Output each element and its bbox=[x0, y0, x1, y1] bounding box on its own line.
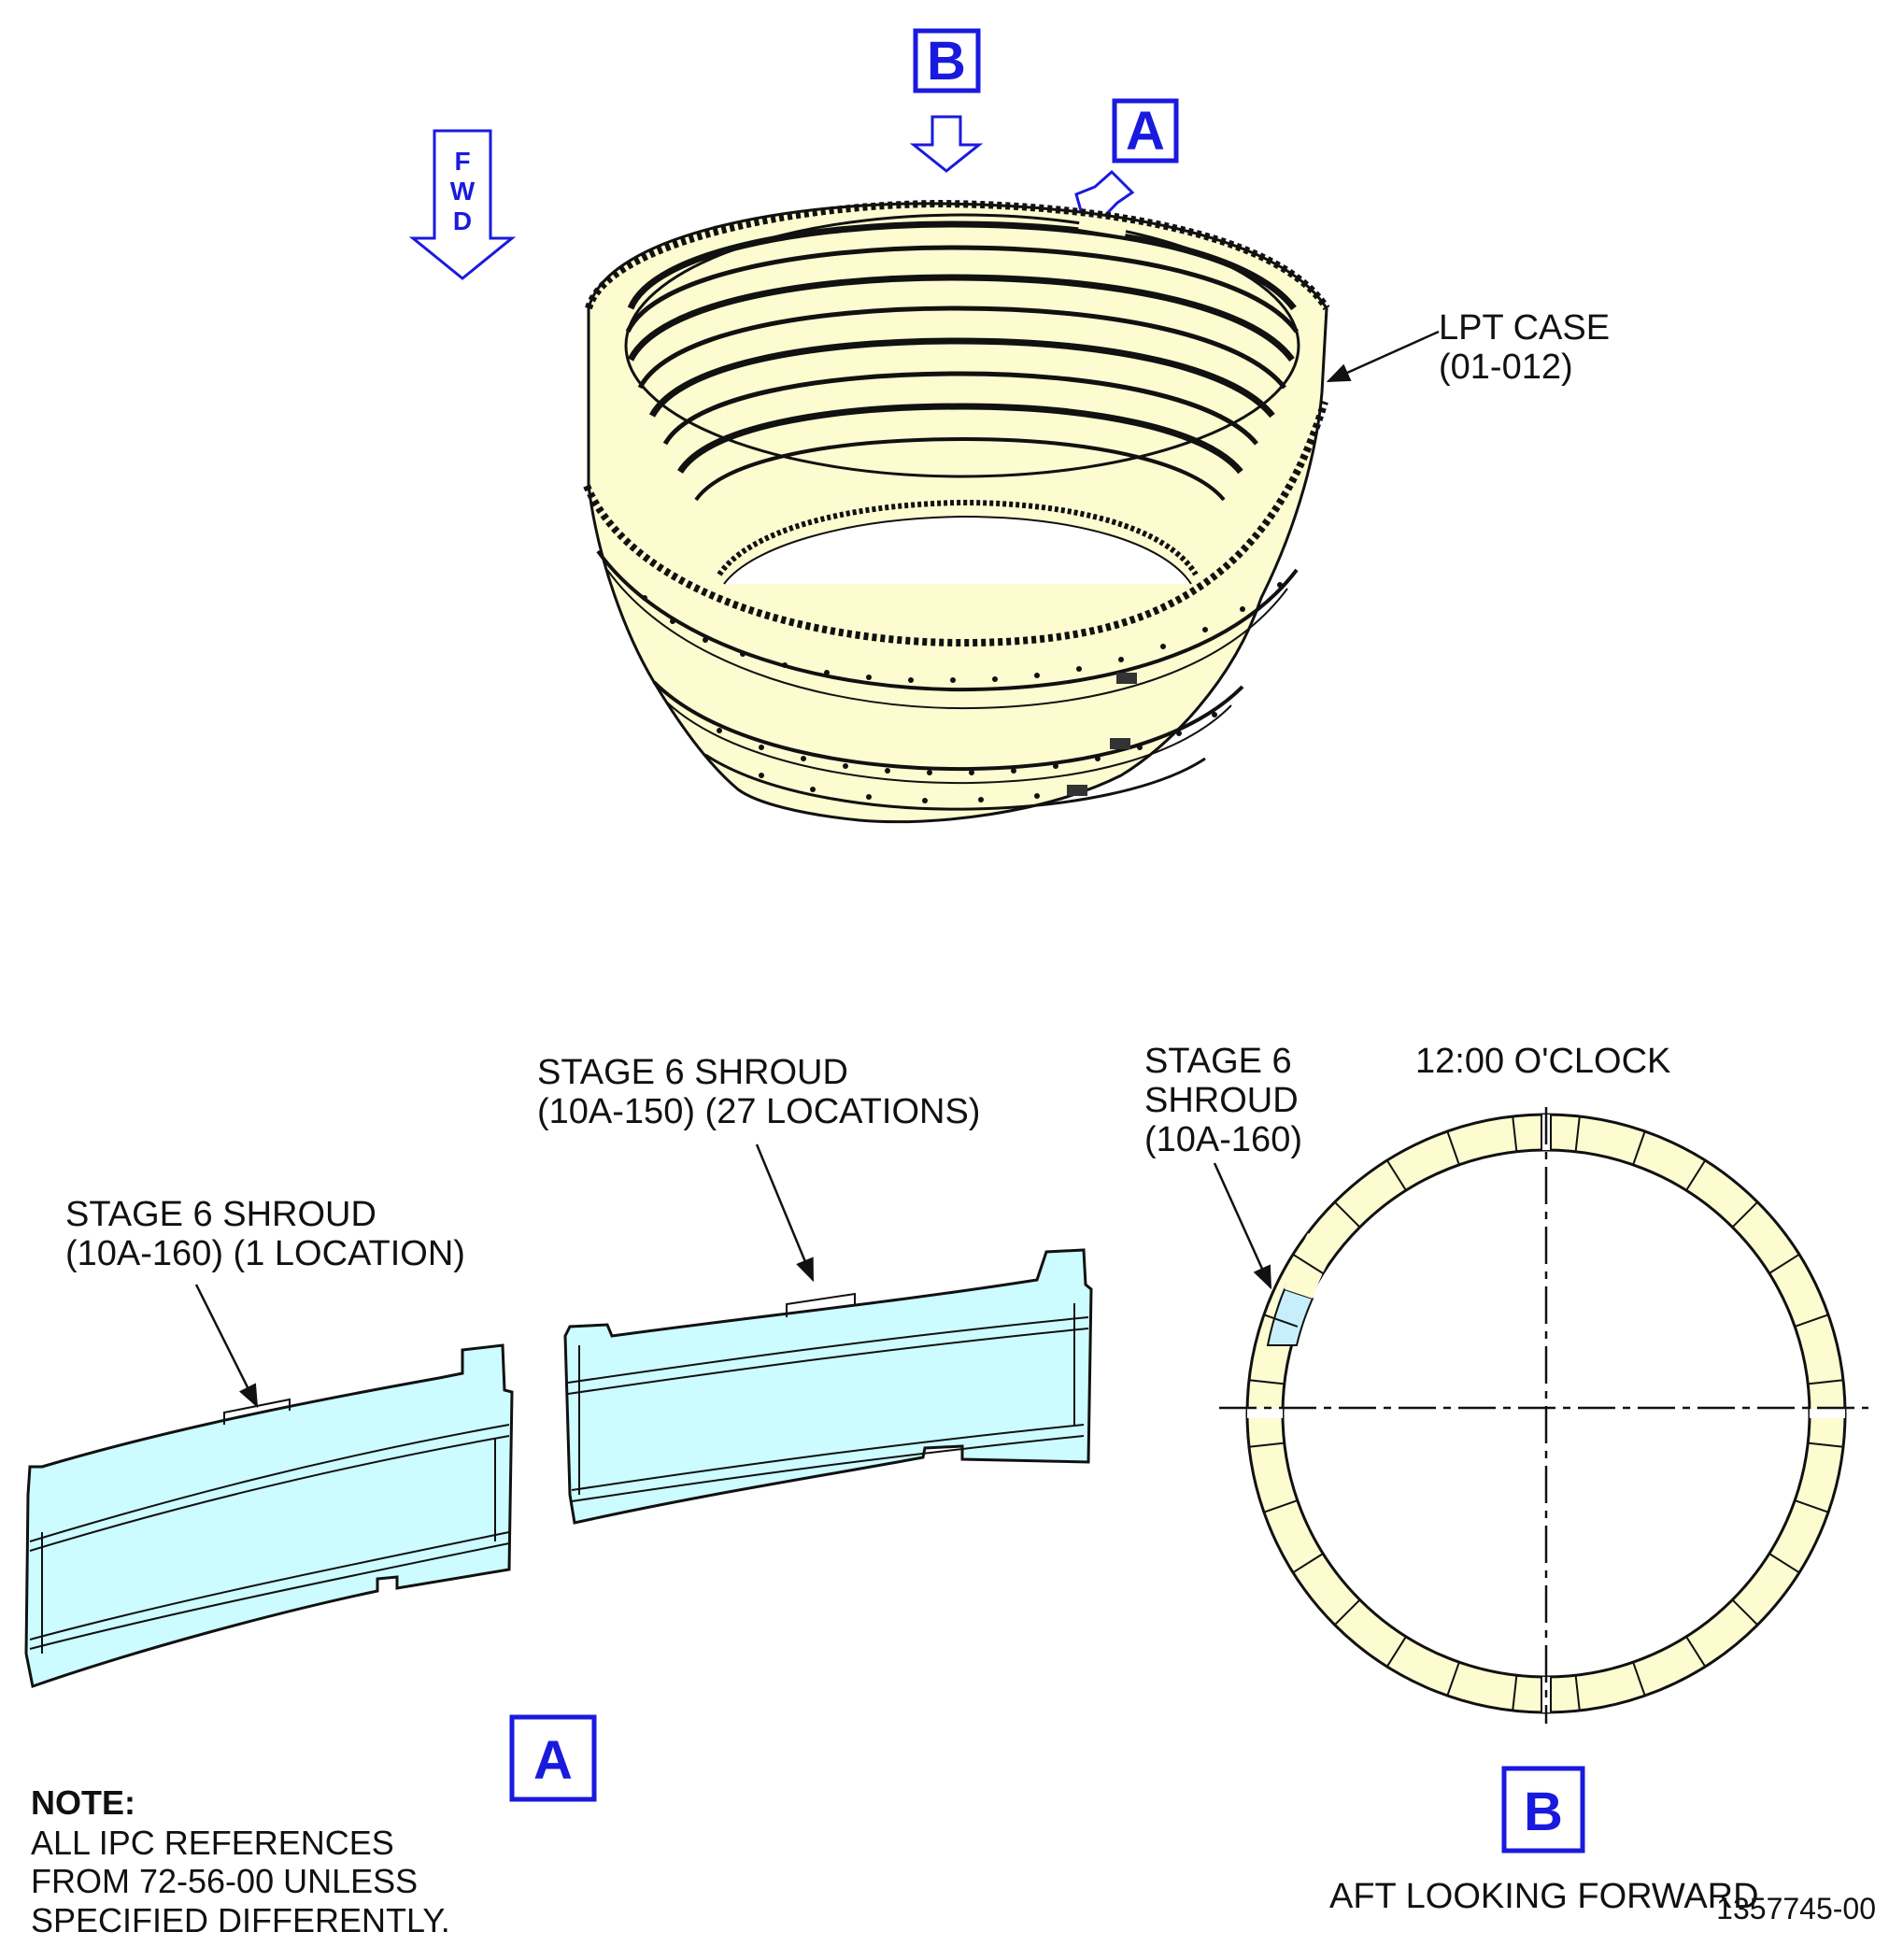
note-line-3: SPECIFIED DIFFERENTLY. bbox=[31, 1901, 450, 1939]
callout-a-top[interactable]: A bbox=[1112, 98, 1179, 163]
ring-segment-divider bbox=[1263, 1499, 1299, 1513]
ring-segment-divider bbox=[1794, 1314, 1829, 1328]
ring-segment-divider bbox=[1574, 1675, 1581, 1711]
ring-segment-divider bbox=[1632, 1661, 1646, 1697]
note-line-1: ALL IPC REFERENCES bbox=[31, 1824, 394, 1862]
ring-segment-divider bbox=[1808, 1442, 1844, 1448]
ring-segment-divider bbox=[1385, 1636, 1407, 1668]
ring-segment-divider bbox=[1685, 1159, 1707, 1191]
callout-b-top-letter: B bbox=[927, 31, 966, 92]
view-b-arrow bbox=[909, 115, 984, 173]
stage6-160-ring-label-3: (10A-160) bbox=[1144, 1120, 1302, 1159]
fwd-arrow: F W D bbox=[408, 129, 517, 280]
ring-segment-divider bbox=[1333, 1598, 1361, 1626]
stage6-160-ring-leader bbox=[1213, 1162, 1272, 1290]
ring-segment-divider bbox=[1263, 1314, 1299, 1328]
note-line-2: FROM 72-56-00 UNLESS bbox=[31, 1862, 418, 1900]
aft-looking-forward-label: AFT LOOKING FORWARD bbox=[1329, 1877, 1759, 1916]
fwd-letter-d: D bbox=[453, 206, 472, 235]
ring-segment-divider bbox=[1768, 1253, 1800, 1274]
stage6-160-ring-label-1: STAGE 6 bbox=[1144, 1042, 1292, 1081]
ring-segment-divider bbox=[1768, 1553, 1800, 1574]
lpt-case-leader bbox=[1326, 330, 1440, 383]
stage6-160-ring-label-2: SHROUD bbox=[1144, 1081, 1299, 1120]
ring-segment-divider bbox=[1731, 1200, 1759, 1229]
ring-segment-divider bbox=[1446, 1130, 1460, 1166]
callout-a-view-letter: A bbox=[533, 1730, 573, 1791]
ring-segment-divider bbox=[1292, 1253, 1324, 1274]
callout-a-top-letter: A bbox=[1126, 101, 1165, 162]
lpt-case-drawing bbox=[583, 199, 1330, 824]
shroud-10a-160-part bbox=[24, 1343, 514, 1688]
callout-b-top[interactable]: B bbox=[913, 28, 981, 93]
ring-segment-divider bbox=[1512, 1675, 1518, 1711]
callout-b-view[interactable]: B bbox=[1501, 1766, 1585, 1853]
stage6-160-label-2: (10A-160) (1 LOCATION) bbox=[65, 1234, 465, 1273]
ring-segment-divider bbox=[1248, 1379, 1285, 1385]
lpt-case-label-2: (01-012) bbox=[1439, 348, 1573, 387]
callout-b-view-letter: B bbox=[1524, 1782, 1563, 1842]
stage6-150-label-1: STAGE 6 SHROUD bbox=[537, 1053, 848, 1092]
clock-label: 12:00 O'CLOCK bbox=[1415, 1042, 1670, 1081]
ring-segment-divider bbox=[1446, 1661, 1460, 1697]
stage6-150-label-2: (10A-150) (27 LOCATIONS) bbox=[537, 1092, 980, 1131]
stage6-160-label-1: STAGE 6 SHROUD bbox=[65, 1195, 376, 1234]
ring-segment-divider bbox=[1512, 1115, 1518, 1152]
stage6-150-leader bbox=[755, 1143, 815, 1283]
lpt-case-label-1: LPT CASE bbox=[1439, 308, 1610, 348]
ring-segment-divider bbox=[1574, 1115, 1581, 1152]
callout-a-view[interactable]: A bbox=[509, 1714, 597, 1802]
note-block: NOTE: ALL IPC REFERENCES FROM 72-56-00 U… bbox=[31, 1783, 450, 1939]
note-title: NOTE: bbox=[31, 1783, 135, 1822]
ring-segment-divider bbox=[1794, 1499, 1829, 1513]
ring-segment-divider bbox=[1292, 1553, 1324, 1574]
ring-segment-divider bbox=[1385, 1159, 1407, 1191]
ring-segment-divider bbox=[1808, 1379, 1844, 1385]
document-id: 1357745-00 bbox=[1716, 1892, 1876, 1925]
fwd-letter-w: W bbox=[450, 177, 476, 206]
shroud-10a-150-part bbox=[563, 1248, 1093, 1525]
ring-segment-divider bbox=[1731, 1598, 1759, 1626]
fwd-letter-f: F bbox=[454, 147, 470, 176]
stage6-160-leader bbox=[194, 1284, 259, 1409]
ring-segment-divider bbox=[1685, 1636, 1707, 1668]
ring-segment-divider bbox=[1248, 1442, 1285, 1448]
shroud-ring bbox=[1219, 1107, 1868, 1724]
ring-segment-divider bbox=[1632, 1130, 1646, 1166]
ring-segment-divider bbox=[1333, 1200, 1361, 1229]
